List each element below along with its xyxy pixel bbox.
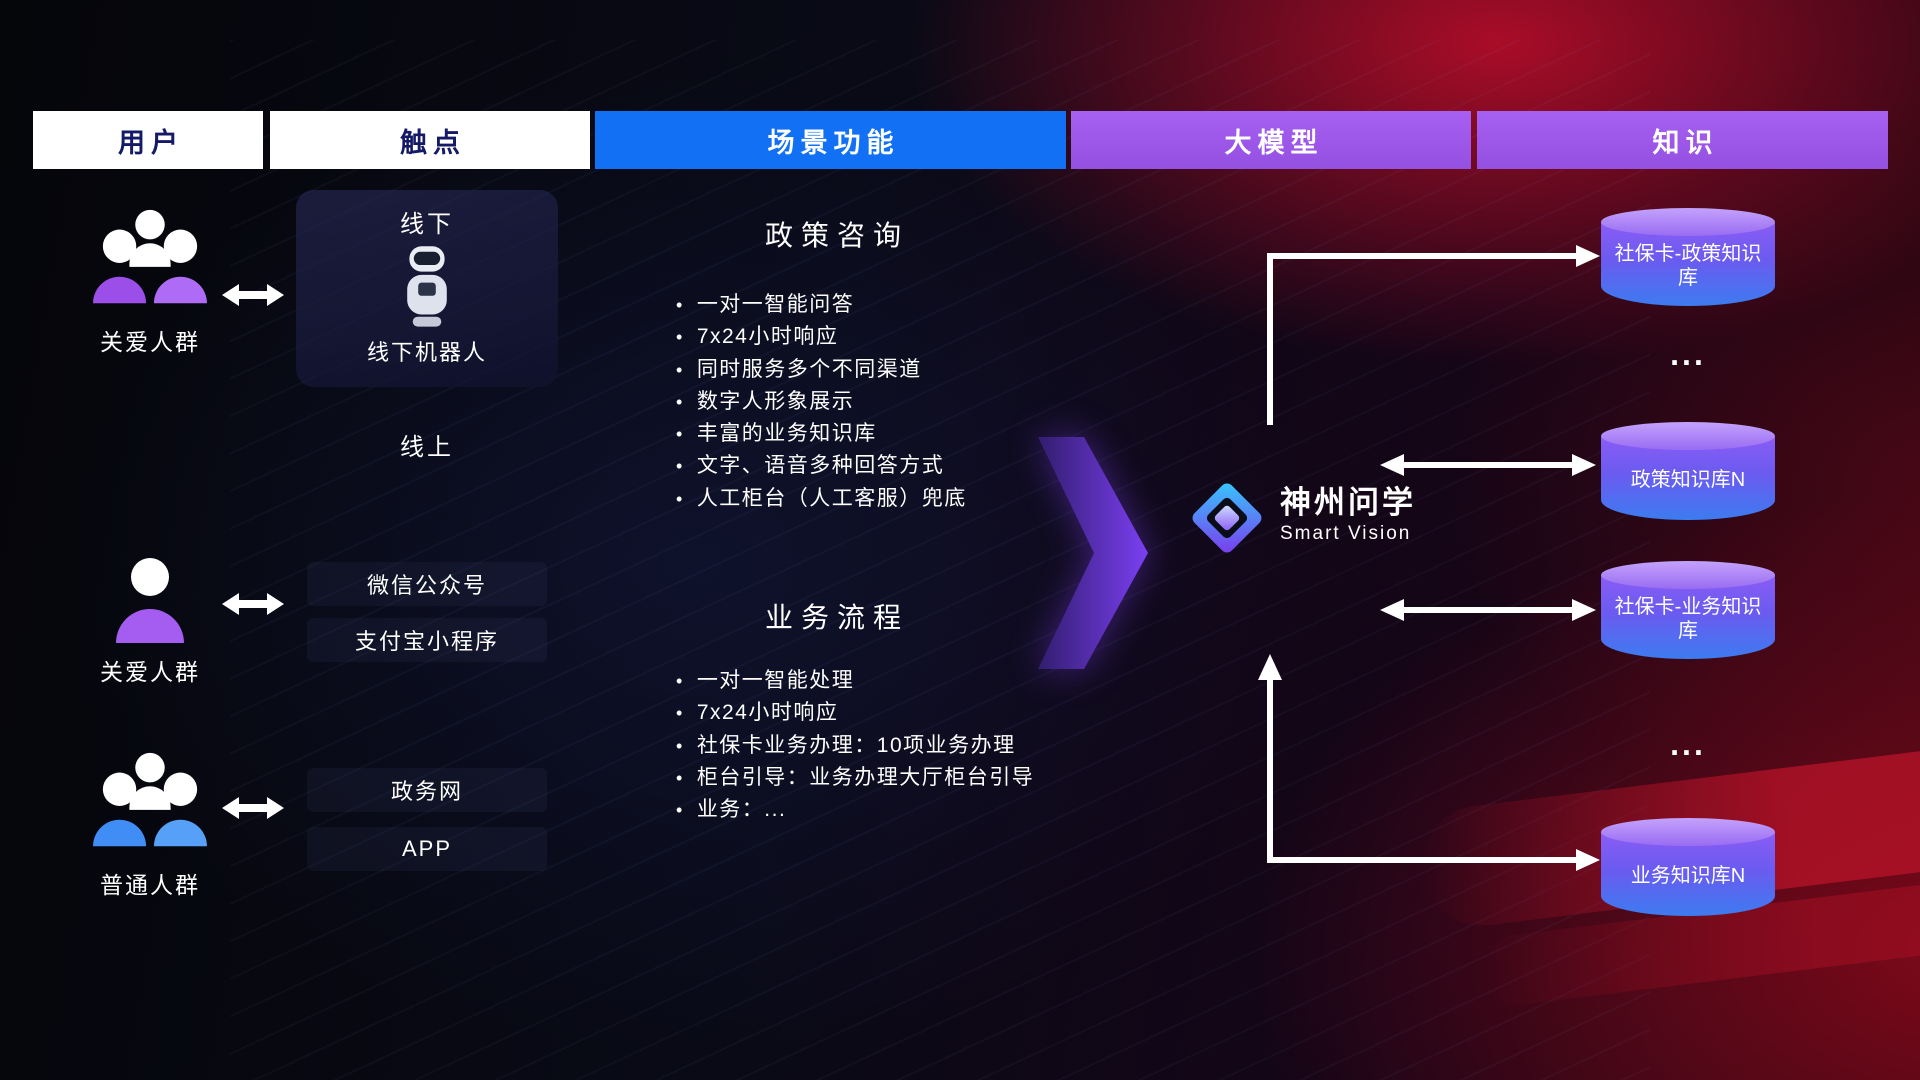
user-person-care: 关爱人群 [55,553,245,687]
cylinder-top [1601,561,1775,589]
touchpoint-alipay: 支付宝小程序 [307,618,547,662]
touchpoint-wechat: 微信公众号 [307,562,547,606]
flow-arrow-icon [1038,437,1148,669]
elbow-arrow-top [1267,253,1576,425]
policy-feature-list: 一对一智能问答 7x24小时响应 同时服务多个不同渠道 数字人形象展示 丰富的业… [676,289,967,515]
scenario-title-policy: 政策咨询 [764,220,909,251]
arrowhead [1380,454,1404,476]
user-group-general: 普通人群 [55,748,245,900]
robot-icon [407,246,447,327]
cylinder-body [1601,222,1775,306]
group-icon [93,752,207,847]
ellipsis-dots: ... [1670,336,1706,372]
user-label: 普通人群 [100,872,200,898]
knowledge-db-label: 社保卡-政策知识库 [1614,243,1762,289]
column-header-users: 用户 [33,111,263,169]
arrowhead [1572,599,1596,621]
model-subtitle: Smart Vision [1280,523,1412,544]
cylinder-body [1601,436,1775,520]
group-icon [93,209,207,304]
arrowhead [1576,849,1600,871]
arrowhead [1380,599,1404,621]
list-item: 一对一智能处理 [676,665,1034,697]
knowledge-db-label: 社保卡-业务知识库 [1614,596,1762,642]
list-item: 7x24小时响应 [676,321,967,353]
knowledge-db-label: 业务知识库N [1630,865,1746,887]
cylinder-body [1601,575,1775,659]
arrowhead [1258,654,1282,680]
online-title: 线上 [400,434,454,461]
elbow-arrow-bottom [1267,678,1576,863]
list-item: 柜台引导：业务办理大厅柜台引导 [676,762,1034,794]
user-group-care: 关爱人群 [55,205,245,357]
touchpoint-gov-web: 政务网 [307,768,547,812]
smart-vision-logo-icon [1192,483,1262,553]
arrowhead [1572,454,1596,476]
double-arrow-icon [222,284,284,306]
user-label: 关爱人群 [100,659,200,685]
cylinder-top [1601,422,1775,450]
column-header-model: 大模型 [1071,111,1471,169]
touchpoint-app: APP [307,827,547,871]
list-item: 同时服务多个不同渠道 [676,354,967,386]
list-item: 社保卡业务办理：10项业务办理 [676,730,1034,762]
knowledge-db-business-n: 业务知识库N [1601,818,1775,916]
knowledge-db-business-shebao: 社保卡-业务知识库 [1601,561,1775,659]
offline-touchpoint-panel: 线下 线下机器人 [296,190,558,387]
column-header-touchpoints: 触点 [270,111,590,169]
column-header-scenarios: 场景功能 [595,111,1066,169]
list-item: 丰富的业务知识库 [676,418,967,450]
double-arrow-icon [222,797,284,819]
arrowhead [1576,245,1600,267]
cylinder-top [1601,208,1775,236]
list-item: 数字人形象展示 [676,386,967,418]
offline-robot-label: 线下机器人 [366,340,487,365]
list-item: 业务：... [676,794,1034,826]
double-arrow-icon [222,593,284,615]
list-item: 7x24小时响应 [676,697,1034,729]
column-header-knowledge: 知识 [1477,111,1888,169]
list-item: 一对一智能问答 [676,289,967,321]
offline-title: 线下 [400,211,454,238]
knowledge-db-policy-n: 政策知识库N [1601,422,1775,520]
business-feature-list: 一对一智能处理 7x24小时响应 社保卡业务办理：10项业务办理 柜台引导：业务… [676,665,1034,826]
ellipsis-dots: ... [1670,726,1706,762]
model-text-block: 神州问学 Smart Vision [1280,486,1416,545]
knowledge-db-policy-shebao: 社保卡-政策知识库 [1601,208,1775,306]
knowledge-db-label: 政策知识库N [1630,469,1746,491]
scenario-title-business: 业务流程 [764,602,909,633]
person-icon [116,558,184,643]
list-item: 人工柜台（人工客服）兜底 [676,483,967,515]
model-name: 神州问学 [1280,485,1416,520]
list-item: 文字、语音多种回答方式 [676,450,967,482]
user-label: 关爱人群 [100,329,200,355]
